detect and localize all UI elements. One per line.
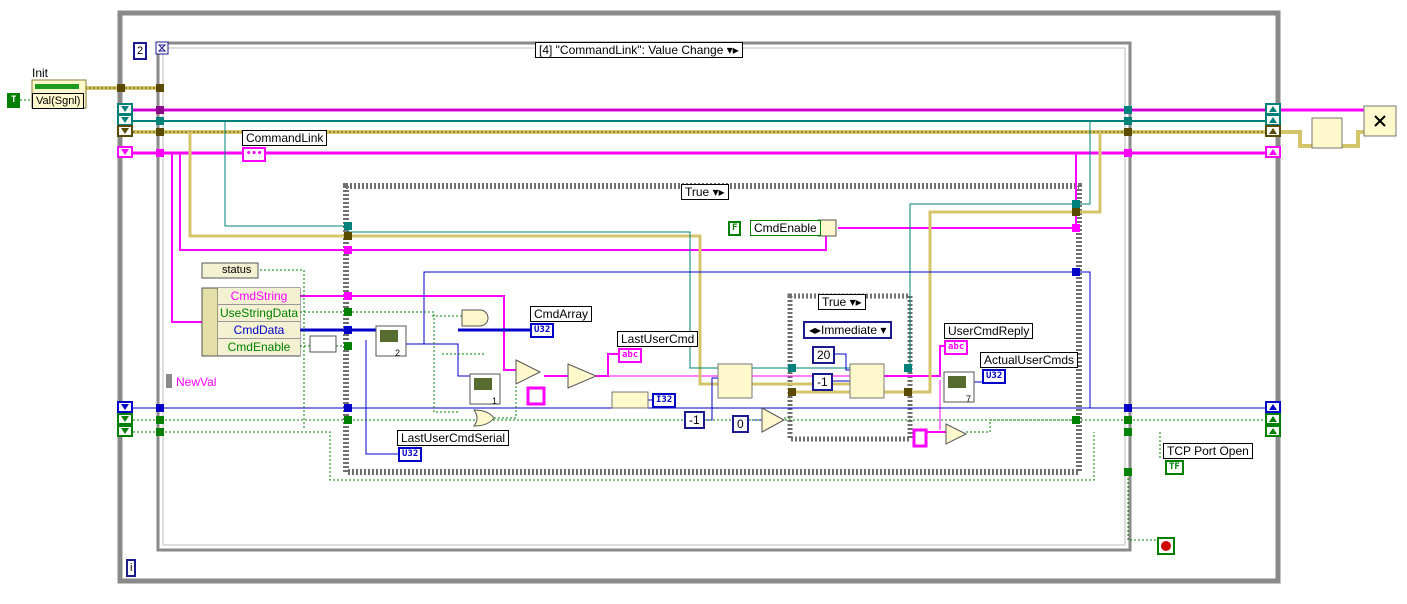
cmd-array-terminal[interactable]: U32 xyxy=(530,323,555,338)
unbundle-field-cmdenable: CmdEnable xyxy=(218,339,300,356)
mode-enum-constant[interactable]: ◂▸Immediate ▾ xyxy=(803,321,893,339)
chevron-down-icon[interactable]: ▾▸ xyxy=(712,185,725,199)
while-loop-frame[interactable] xyxy=(117,10,1281,584)
actual-user-cmds-label: ActualUserCmds xyxy=(980,352,1079,368)
inner-case-label: True xyxy=(822,295,847,309)
true-constant[interactable]: T xyxy=(7,93,21,108)
outer-case-label: True xyxy=(685,185,710,199)
actual-user-cmds-terminal[interactable]: U32 xyxy=(982,369,1007,384)
tunnels xyxy=(117,84,1132,476)
cmd-array-label: CmdArray xyxy=(530,306,593,322)
command-link-terminal[interactable]: ••• xyxy=(242,147,267,162)
event-case-label: [4] "CommandLink": Value Change xyxy=(539,43,724,57)
last-user-cmd-label: LastUserCmd xyxy=(617,331,699,347)
outer-case-selector[interactable]: True ▾▸ xyxy=(681,184,729,200)
unbundle-field-cmdstring: CmdString xyxy=(218,288,300,305)
last-user-cmd-serial-label: LastUserCmdSerial xyxy=(397,430,510,446)
status-unbundle-node[interactable] xyxy=(201,262,259,279)
iteration-terminal: i xyxy=(126,559,137,577)
minus-one-constant-inner[interactable]: -1 xyxy=(812,373,833,391)
new-val-marker xyxy=(166,374,172,388)
zero-constant[interactable]: 0 xyxy=(732,415,749,433)
tcp-port-open-label: TCP Port Open xyxy=(1163,443,1253,459)
subvi-index-7: 7 xyxy=(966,394,972,404)
empty-string-constant-b[interactable] xyxy=(912,428,928,448)
i32-indicator-terminal[interactable]: I32 xyxy=(652,393,677,408)
new-val-label: NewVal xyxy=(176,375,217,389)
false-constant[interactable]: F xyxy=(728,221,742,236)
inner-case-selector[interactable]: True ▾▸ xyxy=(818,294,866,310)
unbundle-field-cmddata: CmdData xyxy=(218,322,300,339)
chevron-down-icon[interactable]: ▾▸ xyxy=(726,43,739,57)
outer-case-frame[interactable] xyxy=(343,183,1082,475)
user-cmd-reply-label: UserCmdReply xyxy=(944,323,1034,339)
event-case-selector[interactable]: [4] "CommandLink": Value Change ▾▸ xyxy=(535,42,743,58)
status-label: status xyxy=(222,264,252,276)
minus-one-constant-outer[interactable]: -1 xyxy=(684,411,705,429)
subvi-index-2: 2 xyxy=(395,348,401,358)
empty-string-constant-a[interactable] xyxy=(526,386,546,406)
chevron-down-icon[interactable]: ▾ xyxy=(880,323,887,337)
timeout-constant[interactable]: 20 xyxy=(812,346,836,364)
subvi-blocks[interactable] xyxy=(375,105,1397,405)
last-user-cmd-terminal[interactable]: abc xyxy=(618,348,643,363)
and-node-small[interactable] xyxy=(309,335,337,353)
user-cmd-reply-terminal[interactable]: abc xyxy=(944,340,969,355)
logic-gates[interactable] xyxy=(461,309,968,445)
init-label: Init xyxy=(32,66,49,80)
chevron-down-icon[interactable]: ▾▸ xyxy=(849,295,862,309)
string-wires xyxy=(125,108,1367,433)
subvi-index-1: 1 xyxy=(492,396,498,406)
stop-terminal[interactable] xyxy=(1157,537,1175,555)
unbundle-field-usestringdata: UseStringData xyxy=(218,305,300,322)
tcp-port-open-terminal[interactable]: TF xyxy=(1165,460,1184,475)
loop-count-terminal[interactable]: 2 xyxy=(133,42,148,60)
shift-registers xyxy=(117,103,1281,437)
string-convert-node[interactable] xyxy=(611,391,649,409)
cmd-enable-label: CmdEnable xyxy=(750,220,821,236)
command-link-label: CommandLink xyxy=(242,130,328,146)
enum-arrows-icon: ◂▸ xyxy=(809,323,822,337)
init-property-label: Val(Sgnl) xyxy=(32,93,85,109)
last-user-cmd-serial-terminal[interactable]: U32 xyxy=(398,447,423,462)
